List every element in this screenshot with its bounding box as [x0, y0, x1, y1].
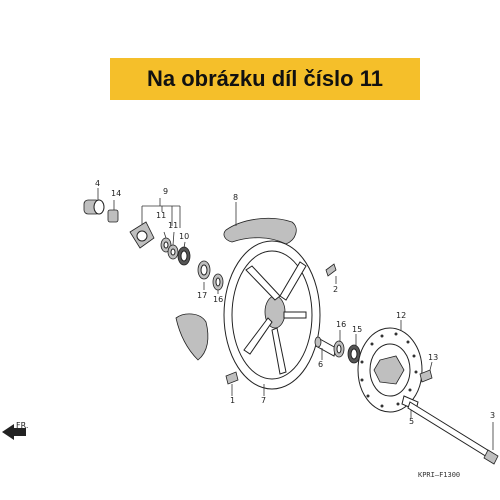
front-direction-arrow: FR. [2, 421, 28, 440]
direction-label: FR. [16, 421, 28, 430]
callout-11-second: 11 [168, 221, 178, 230]
callout-2: 2 [333, 285, 338, 294]
callout-11-first: 11 [156, 211, 166, 220]
callout-15: 15 [352, 325, 362, 334]
bolt-14 [107, 209, 119, 223]
disc-bolt [419, 369, 433, 383]
speedometer-gearbox [129, 221, 155, 249]
part-number-banner: Na obrázku díl číslo 11 [110, 58, 420, 100]
leader-lines [97, 188, 494, 450]
diagram-code: KPRI–F1300 [418, 471, 460, 479]
bolt-1 [225, 371, 239, 385]
callout-7: 7 [261, 396, 266, 405]
front-axle [407, 401, 499, 465]
bearing-17 [197, 260, 211, 280]
bearing-16-right [333, 340, 345, 358]
bearing-16-left [212, 273, 224, 291]
callout-16-right: 16 [336, 320, 346, 329]
callout-14: 14 [111, 189, 121, 198]
bearing-11 [160, 237, 179, 260]
valve-stem [325, 263, 337, 277]
distance-collar [314, 336, 337, 357]
callout-1: 1 [230, 396, 235, 405]
banner-text: Na obrázku díl číslo 11 [147, 66, 383, 91]
callout-4: 4 [95, 179, 100, 188]
callout-5: 5 [409, 417, 414, 426]
callout-13: 13 [428, 353, 438, 362]
wheel-rim [223, 240, 321, 390]
callout-16-left: 16 [213, 295, 223, 304]
tire-part [175, 217, 297, 361]
callout-8: 8 [233, 193, 238, 202]
callout-6: 6 [318, 360, 323, 369]
cap-part [83, 199, 105, 215]
callout-10: 10 [179, 232, 189, 241]
callout-9: 9 [163, 187, 168, 196]
seal-10 [177, 246, 191, 266]
brake-disc [357, 327, 423, 413]
callout-12: 12 [396, 311, 406, 320]
seal-15 [347, 344, 361, 364]
callout-3: 3 [490, 411, 495, 420]
callout-17: 17 [197, 291, 207, 300]
